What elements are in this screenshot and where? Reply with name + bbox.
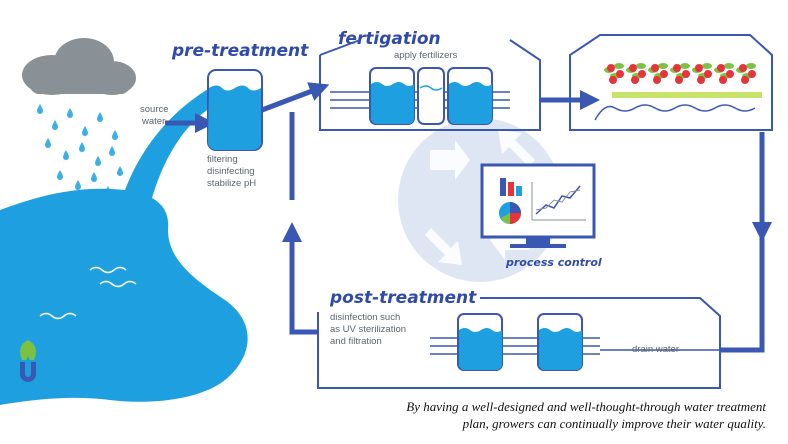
post-treatment-greenhouse-icon (317, 297, 721, 389)
pie-chart-icon (499, 202, 521, 224)
rain-drop (45, 138, 51, 148)
caption: By having a well-designed and well-thoug… (296, 398, 766, 432)
flow-lines (261, 82, 772, 353)
source-water-label-1: source (140, 104, 169, 115)
rain-drop (67, 108, 73, 118)
fertigation-greenhouse-icon (319, 39, 541, 131)
post-treatment-step-2: as UV sterilization (330, 324, 406, 335)
pre-treatment-tank (207, 69, 263, 151)
rain-drop (112, 130, 118, 140)
tomato-plant (604, 63, 624, 84)
greenhouse-icon (569, 34, 773, 131)
drain-water-label: drain water (632, 344, 679, 355)
lake (0, 188, 248, 405)
rain-cloud-icon (22, 38, 136, 216)
fertigation-tanks (369, 67, 493, 125)
tomato-plant (626, 63, 646, 84)
caption-line-1: By having a well-designed and well-thoug… (406, 399, 766, 414)
rain-drop (82, 126, 88, 136)
rain-drop (97, 112, 103, 122)
process-cycle-background (398, 118, 562, 282)
lake-waves (39, 266, 137, 320)
pre-treatment-step-3: stabilize pH (207, 178, 256, 189)
pre-treatment-step-2: disinfecting (207, 166, 255, 177)
line-chart-icon (531, 182, 586, 221)
caption-line-2: plan, growers can continually improve th… (462, 416, 766, 431)
tomato-plant (714, 63, 734, 84)
rain-drop (109, 146, 115, 156)
rain-drop (63, 150, 69, 160)
tomato-plant (736, 63, 756, 84)
post-treatment-step-1: disinfection such (330, 312, 400, 323)
tomato-plant-icon (604, 63, 756, 84)
logo-icon (20, 340, 36, 382)
growing-bed (612, 92, 762, 98)
irrigation-line (594, 104, 756, 121)
post-treatment-title: post-treatment (329, 288, 477, 308)
rain-drop (52, 120, 58, 130)
source-water-label-2: water (141, 116, 165, 127)
process-control-label: process control (505, 256, 602, 269)
rain-drop (37, 104, 43, 114)
apply-fertilizers-label: apply fertilizers (394, 50, 458, 61)
post-treatment-tanks (457, 313, 583, 371)
pre-treatment-title: pre-treatment (171, 41, 309, 61)
rain-drop (95, 156, 101, 166)
rain-drop (117, 166, 123, 176)
tomato-plant (670, 63, 690, 84)
tomato-plant (648, 63, 668, 84)
fertigation-title: fertigation (338, 29, 441, 49)
bar-chart-icon (500, 178, 522, 196)
tomato-plant (692, 63, 712, 84)
pre-treatment-step-1: filtering (207, 154, 238, 165)
monitor-icon (480, 163, 596, 248)
post-treatment-step-3: and filtration (330, 336, 382, 347)
rain-drop (57, 170, 63, 180)
rain-drop (91, 172, 97, 182)
rain-drop (75, 180, 81, 190)
rain-drop (79, 142, 85, 152)
